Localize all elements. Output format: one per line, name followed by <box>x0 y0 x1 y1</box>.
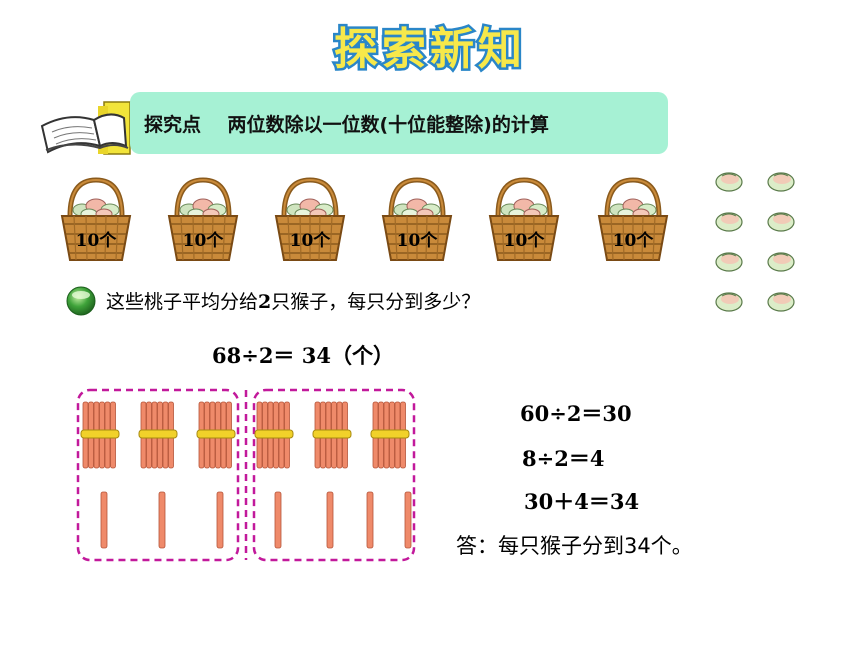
stick-bundle <box>196 401 236 469</box>
basket-icon <box>488 177 560 261</box>
answer-text: 答：每只猴子分到34个。 <box>456 534 693 558</box>
stick-bundle <box>254 401 294 469</box>
question-number: 2 <box>258 291 272 313</box>
stick-bundle <box>312 401 352 469</box>
basket-label: 10个 <box>503 231 545 251</box>
stick-bundle <box>370 401 410 469</box>
basket: 10个 <box>274 176 346 262</box>
single-stick <box>366 491 374 549</box>
question-text: 这些桃子平均分给2只猴子，每只分到多少？ <box>106 287 480 314</box>
single-stick <box>216 491 224 549</box>
single-stick <box>158 491 166 549</box>
equation: 68÷2＝ 34（个） <box>212 343 394 368</box>
peach-icon <box>714 170 744 192</box>
basket-icon <box>60 177 132 261</box>
basket-icon <box>597 177 669 261</box>
stick-bundle <box>80 401 120 469</box>
topic-banner: 探究点 两位数除以一位数(十位能整除)的计算 <box>130 92 668 154</box>
question-part-b: 只猴子，每只分到多少？ <box>271 291 481 313</box>
single-stick <box>326 491 334 549</box>
basket-label: 10个 <box>75 231 117 251</box>
section-title-text: 探索新知 <box>334 24 526 75</box>
single-stick <box>274 491 282 549</box>
sticks-illustration <box>76 388 416 562</box>
stick-bundle <box>138 401 178 469</box>
basket-icon <box>274 177 346 261</box>
peach-icon <box>766 250 796 272</box>
peach-icon <box>714 290 744 312</box>
basket-label: 10个 <box>612 231 654 251</box>
section-title: 探索新知 <box>332 22 526 78</box>
basket: 10个 <box>597 176 669 262</box>
group-box-left <box>76 388 240 562</box>
peach-icon <box>766 170 796 192</box>
basket-label: 10个 <box>396 231 438 251</box>
group-box-right <box>252 388 416 562</box>
single-stick <box>404 491 412 549</box>
basket-label: 10个 <box>289 231 331 251</box>
question-part-a: 这些桃子平均分给 <box>106 291 259 313</box>
bullet-icon <box>66 286 96 316</box>
step-3: 30＋4＝34 <box>524 489 640 514</box>
basket: 10个 <box>488 176 560 262</box>
peach-icon <box>766 210 796 232</box>
basket: 10个 <box>167 176 239 262</box>
topic-label: 探究点 <box>144 114 202 136</box>
topic-text: 两位数除以一位数(十位能整除)的计算 <box>227 114 549 136</box>
basket-icon <box>167 177 239 261</box>
basket: 10个 <box>60 176 132 262</box>
basket: 10个 <box>381 176 453 262</box>
book-icon <box>40 101 131 155</box>
peach-icon <box>714 210 744 232</box>
step-2: 8÷2＝4 <box>522 446 605 471</box>
peach-icon <box>714 250 744 272</box>
basket-label: 10个 <box>182 231 224 251</box>
step-1: 60÷2＝30 <box>520 401 632 426</box>
basket-icon <box>381 177 453 261</box>
topic-banner-text: 探究点 两位数除以一位数(十位能整除)的计算 <box>144 110 549 137</box>
peach-icon <box>766 290 796 312</box>
single-stick <box>100 491 108 549</box>
